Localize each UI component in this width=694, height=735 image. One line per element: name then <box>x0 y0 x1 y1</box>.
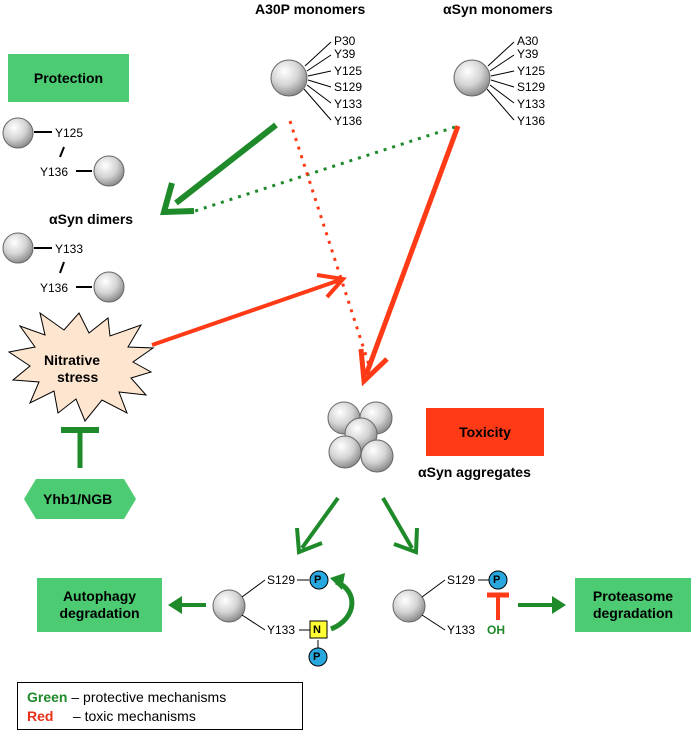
asyn-residue: Y136 <box>517 114 546 128</box>
a30p-residue: Y125 <box>334 64 363 78</box>
left-p-label: P <box>314 574 322 586</box>
asyn-residue: Y133 <box>517 97 546 111</box>
arrow-to-autophagy <box>168 596 206 614</box>
nitrative-stress-burst <box>7 311 155 422</box>
arrow-aggregates-to-left <box>295 496 340 555</box>
phospho-y133-left <box>308 647 328 667</box>
aggregates-label: αSyn aggregates <box>418 464 531 480</box>
legend-red-row: Red – toxic mechanisms <box>27 708 196 724</box>
nitro-y133-left <box>309 620 328 639</box>
legend-green-word: Green <box>27 689 68 705</box>
right-oh-label: OH <box>487 623 505 637</box>
dotted-asyn-to-dimers <box>194 125 456 213</box>
legend-green-text: – protective mechanisms <box>67 689 227 705</box>
arrow-stress-to-pathways <box>151 273 347 347</box>
autophagy-line2: degradation <box>59 605 140 621</box>
left-p2-label: P <box>313 651 321 663</box>
phospho-s129-left <box>309 570 329 590</box>
a30p-residue: Y136 <box>334 114 363 128</box>
a30p-header: A30P monomers <box>255 1 366 17</box>
a30p-residue: Y133 <box>334 97 363 111</box>
legend-green-row: Green – protective mechanisms <box>27 689 226 705</box>
proteasome-line1: Proteasome <box>592 588 674 604</box>
dimer2-bottom-label: Y136 <box>40 281 69 295</box>
phospho-s129-right <box>488 570 508 590</box>
right-monomer <box>392 579 489 631</box>
aggregate-cluster <box>327 401 394 473</box>
stress-line2: stress <box>57 369 99 385</box>
arrow-a30p-to-dimers <box>160 122 278 216</box>
legend-red-word: Red <box>27 708 54 724</box>
toxicity-box: Toxicity <box>426 408 544 456</box>
dimer2-top-label: Y133 <box>55 242 84 256</box>
arrow-to-proteasome <box>518 596 566 614</box>
dimer1-bottom-label: Y136 <box>40 165 69 179</box>
right-s129-label: S129 <box>447 573 476 587</box>
a30p-residue: P30 <box>334 34 356 48</box>
asyn-header: αSyn monomers <box>443 1 553 17</box>
left-y133-label: Y133 <box>267 623 296 637</box>
protection-box: Protection <box>8 54 129 102</box>
inhibition-oh-to-p <box>487 592 509 620</box>
asyn-residue: Y39 <box>517 47 539 61</box>
proteasome-line2: degradation <box>592 605 674 621</box>
dimer-y125-y136 <box>2 117 125 187</box>
curved-arrow-n-to-p <box>329 573 355 632</box>
left-monomer <box>212 579 319 648</box>
dimers-label: αSyn dimers <box>49 211 134 227</box>
left-s129-label: S129 <box>267 573 296 587</box>
stress-line1: Nitrative <box>44 352 101 368</box>
left-n-label: N <box>313 624 321 636</box>
asyn-residue: Y125 <box>517 64 546 78</box>
right-p-label: P <box>493 574 501 586</box>
dimer1-top-label: Y125 <box>55 126 84 140</box>
right-y133-label: Y133 <box>447 623 476 637</box>
yhb1-label: Yhb1/NGB <box>43 491 113 507</box>
dimer-y133-y136 <box>2 232 125 303</box>
autophagy-line1: Autophagy <box>62 588 137 604</box>
asyn-monomer <box>453 41 515 121</box>
asyn-residue: S129 <box>517 80 546 94</box>
legend-red-text: – toxic mechanisms <box>53 708 196 724</box>
legend: Green – protective mechanisms Red – toxi… <box>17 682 303 730</box>
a30p-residue: Y39 <box>334 47 356 61</box>
dotted-a30p-to-aggregates <box>288 120 372 369</box>
asyn-residue: A30 <box>517 34 539 48</box>
a30p-monomer <box>270 41 332 121</box>
proteasome-box: Proteasome degradation <box>575 578 691 632</box>
arrow-asyn-to-aggregates <box>358 125 461 387</box>
yhb1-inhibition <box>61 427 99 468</box>
yhb1-ngb-box <box>24 479 136 519</box>
autophagy-box: Autophagy degradation <box>37 578 162 632</box>
a30p-residue: S129 <box>334 80 363 94</box>
arrow-aggregates-to-right <box>381 496 419 555</box>
